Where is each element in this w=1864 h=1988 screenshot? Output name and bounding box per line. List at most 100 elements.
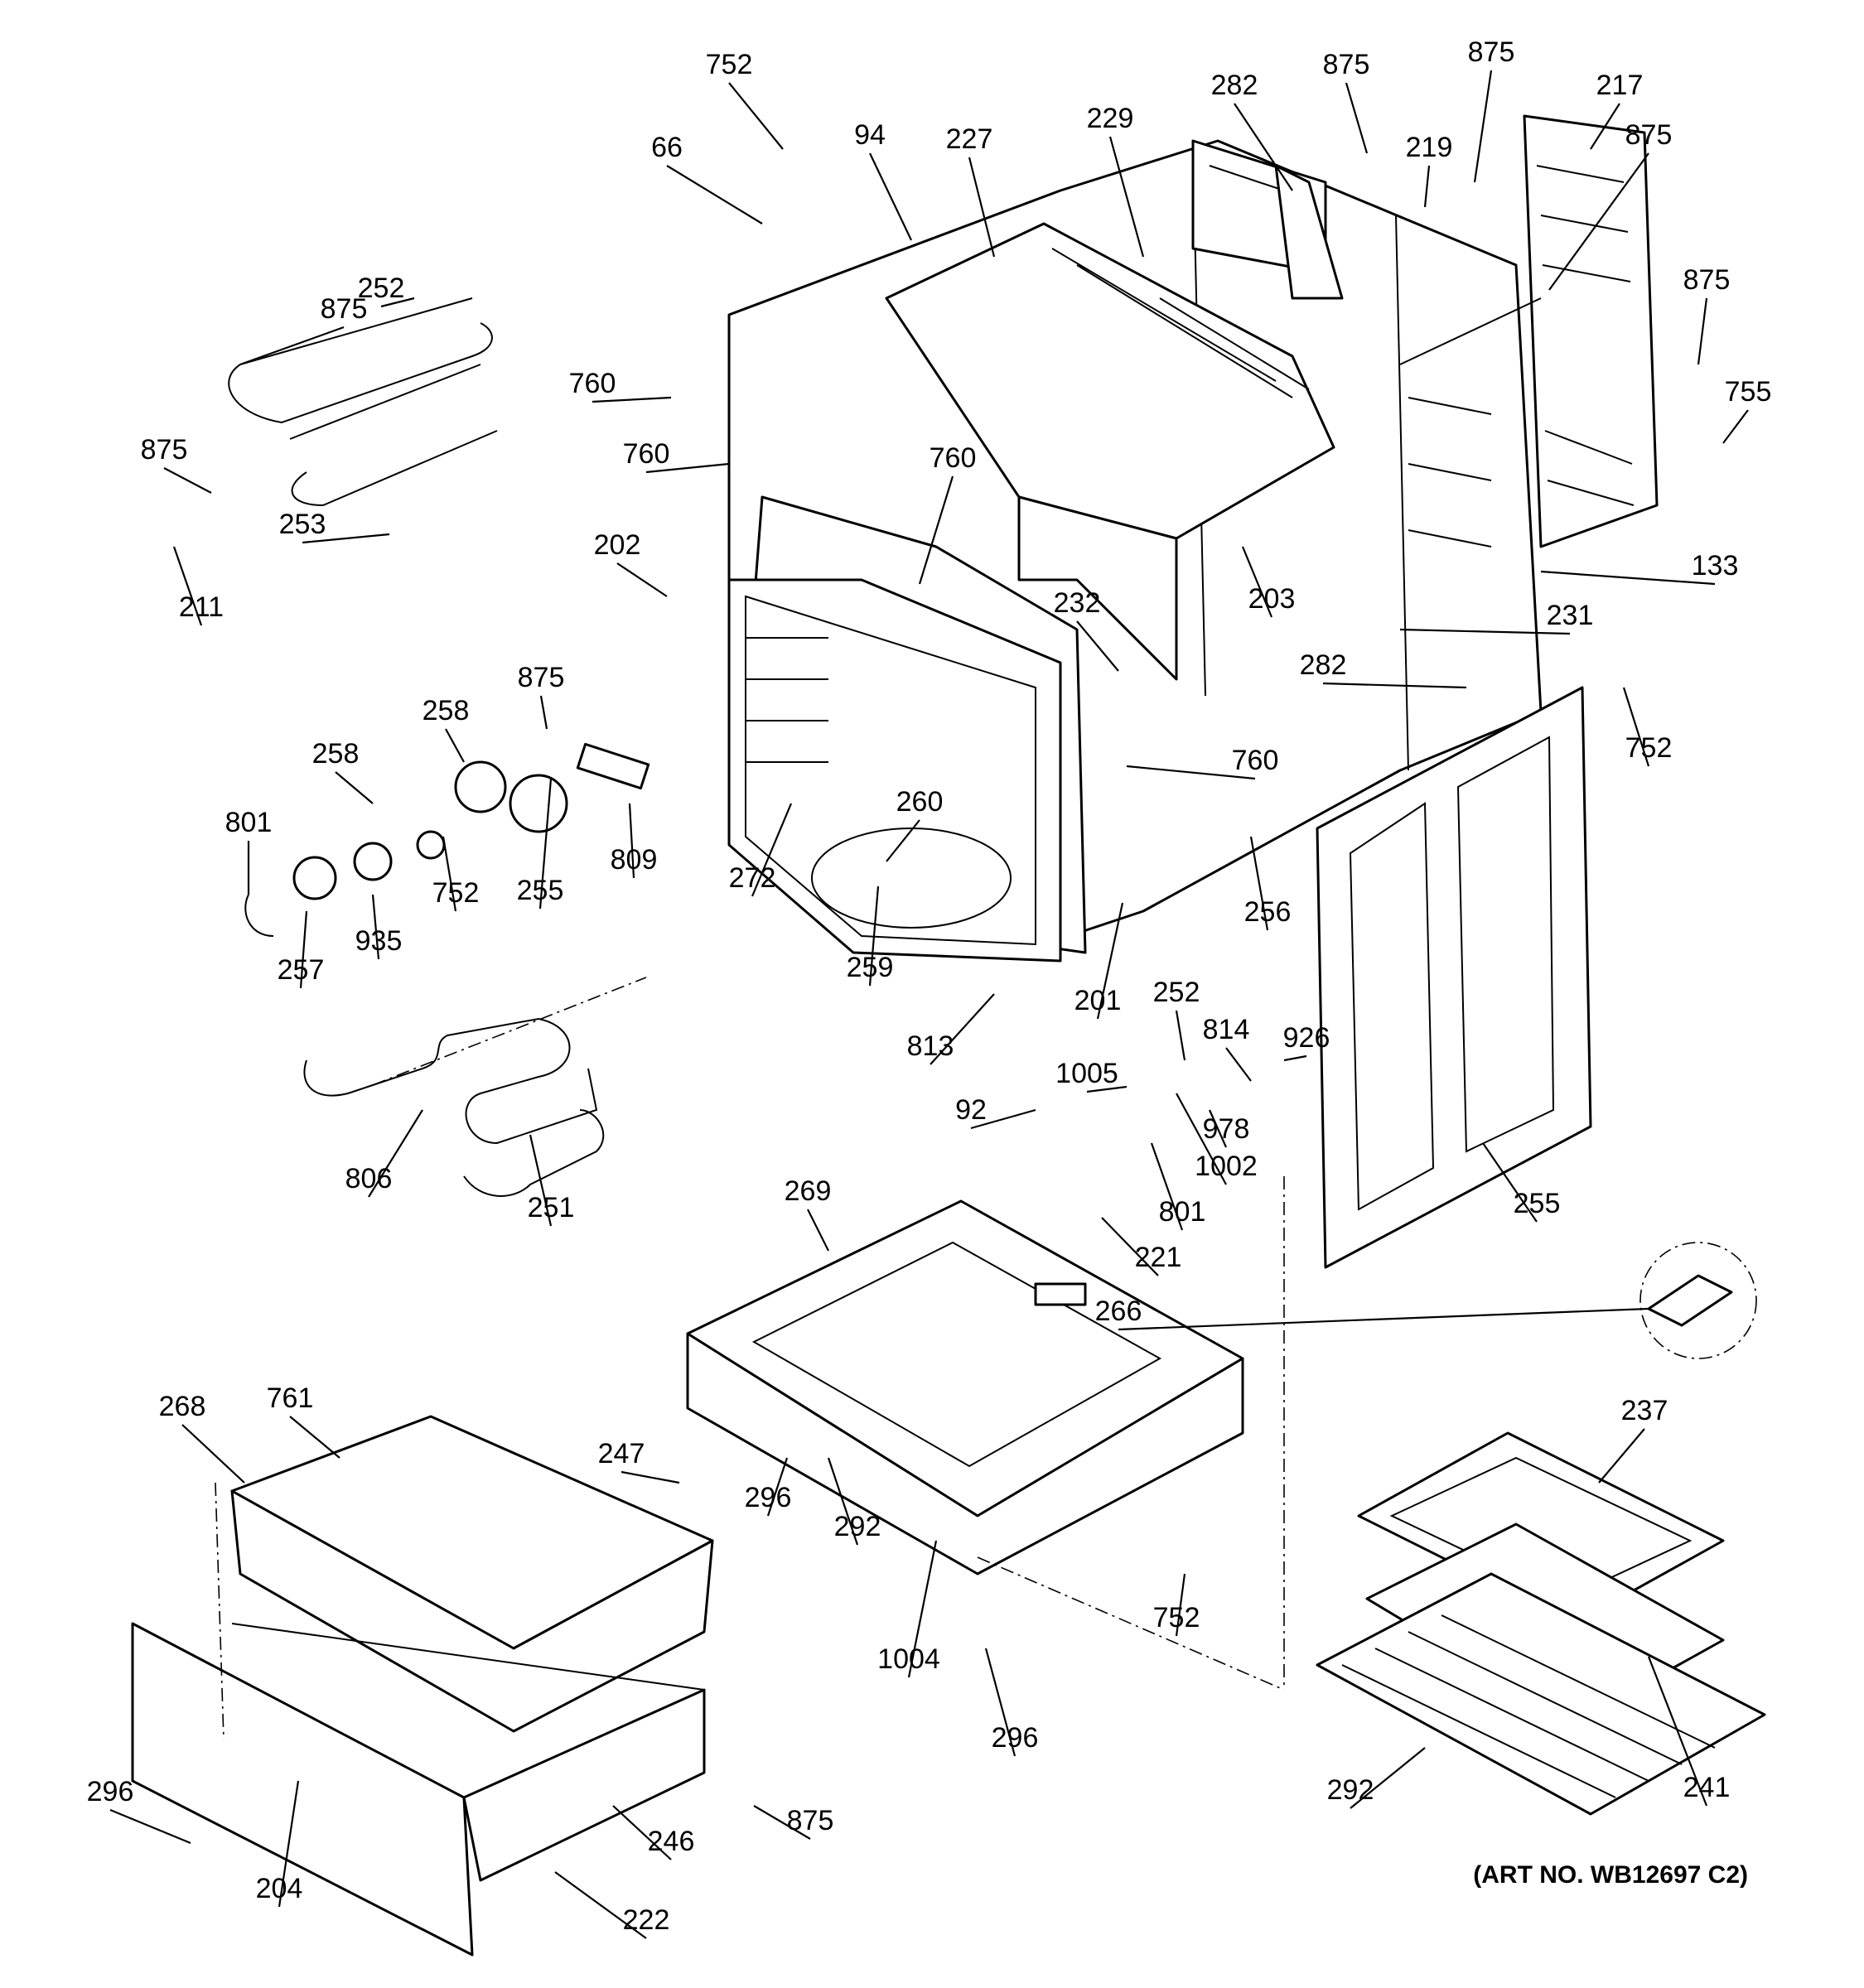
callout-leader-line [728,82,784,150]
callout-leader-line [289,1416,340,1459]
callout-label: 269 [785,1175,832,1207]
callout-label: 246 [648,1826,695,1857]
callout-leader-line [1225,1047,1252,1082]
callout-leader-line [616,562,668,597]
callout-leader-line [766,1457,789,1517]
callout-leader-line [1350,1747,1426,1809]
callout-label: 813 [907,1030,954,1062]
callout-label: 752 [706,49,753,80]
callout-leader-line [539,695,548,730]
callout-label: 875 [1683,264,1731,296]
callout-leader-line [1076,620,1119,672]
callout-label: 258 [423,695,470,726]
callout-leaders [109,70,1749,1939]
callout-label: 211 [179,591,224,623]
callout-leader-line [918,475,954,585]
oven-cavity-201 [727,578,1062,963]
callout-label: 221 [1135,1242,1182,1273]
callout-label: 258 [312,738,360,770]
callout-label: 247 [598,1438,645,1469]
callout-label: 875 [141,434,188,466]
parts-artwork [131,114,1766,1957]
callout-label: 292 [1327,1774,1374,1806]
callout-label: 227 [946,123,993,155]
callout-leader-line [1399,628,1571,635]
callout-leader-line [302,533,390,544]
callout-leader-line [1423,165,1431,208]
callout-label: 255 [517,875,564,906]
callout-leader-line [1598,1428,1645,1484]
callout-label: 296 [992,1722,1039,1754]
broil-element-252 [228,297,498,507]
callout-leader-line [807,1209,829,1252]
callout-leader-line [1176,1093,1227,1185]
callout-label: 232 [1054,587,1101,619]
callout-leader-line [1241,546,1273,618]
callout-label: 282 [1300,649,1347,681]
callout-label: 814 [1203,1014,1250,1045]
callout-label: 752 [1625,732,1673,764]
callout-label: 219 [1406,132,1453,163]
callout-leader-line [666,165,763,224]
callout-label: 66 [651,132,683,163]
callout-leader-line [621,1470,680,1484]
callout-label: 217 [1596,70,1644,101]
callout-leader-line [1697,297,1708,365]
callout-label: 978 [1203,1113,1250,1145]
drawer-base-266 [686,1199,1244,1575]
callout-label: 231 [1547,600,1594,631]
callout-label: 252 [1153,977,1200,1008]
callout-leader-line [1175,1573,1186,1637]
callout-leader-line [442,836,457,912]
callout-leader-line [1473,70,1493,183]
callout-leader-line [1283,1054,1307,1062]
callout-label: 92 [955,1094,987,1126]
bake-element-251 [303,1017,605,1197]
callout-leader-line [368,1109,423,1198]
callout-label: 761 [267,1382,314,1414]
callout-leader-line [109,1808,191,1845]
callout-leader-line [1118,1307,1649,1331]
callout-label: 875 [1625,119,1673,151]
callout-label: 875 [321,293,368,325]
callout-label: 1004 [877,1643,940,1675]
callout-label: 202 [594,529,641,561]
callout-leader-line [907,1540,938,1678]
callout-label: 296 [745,1482,792,1513]
callout-label: 259 [847,952,894,983]
callout-leader-line [1590,103,1620,150]
callout-label: 133 [1692,550,1739,581]
callout-label: 752 [432,877,480,909]
art-number: (ART NO. WB12697 C2) [1473,1861,1748,1889]
callout-label: 292 [834,1511,881,1542]
callout-label: 760 [569,368,616,399]
callout-label: 809 [611,844,658,876]
callout-label: 875 [1468,36,1515,68]
callout-label: 204 [256,1873,303,1904]
broiler-pan-and-rack [1316,1431,1766,1816]
callout-leader-line [1126,765,1256,780]
callout-label: 256 [1244,896,1292,928]
callout-label: 282 [1211,70,1258,101]
callout-leader-line [1647,1656,1708,1807]
callout-leader-line [181,1424,245,1484]
callout-leader-line [163,467,212,494]
callout-label: 801 [225,807,273,838]
callout-leader-line [751,803,793,897]
callout-leader-line [1540,570,1716,586]
callout-label: 251 [528,1192,575,1223]
callout-label: 752 [1153,1602,1200,1633]
callout-label: 926 [1283,1022,1330,1054]
callout-label: 272 [729,862,776,894]
callout-leader-line [868,885,880,987]
callout-leader-line [1345,82,1369,154]
callout-leader-line [753,1805,811,1840]
convection-fan-assembly [244,742,650,937]
callout-label: 296 [87,1776,134,1807]
callout-leader-line [1208,1109,1228,1148]
callout-label: 268 [159,1391,206,1422]
callout-label: 760 [623,438,670,470]
callout-label: 806 [345,1163,393,1194]
